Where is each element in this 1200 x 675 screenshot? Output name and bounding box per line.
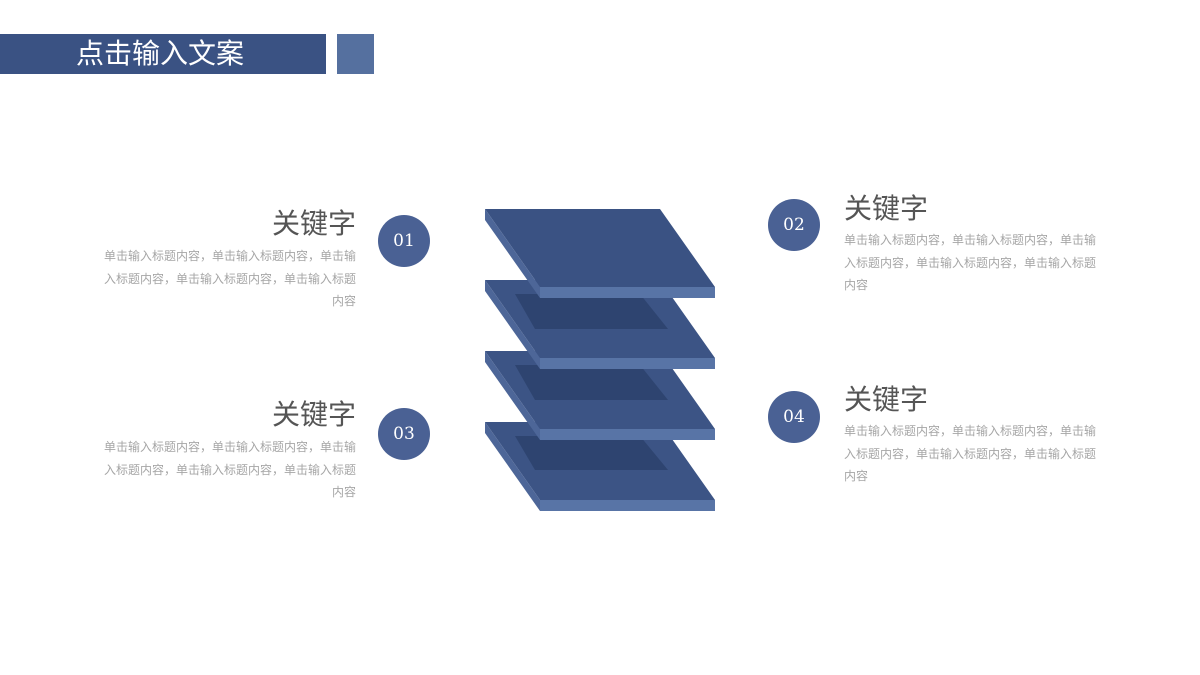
number-badge-02: 02 [768,199,820,251]
description-02: 单击输入标题内容，单击输入标题内容，单击输入标题内容，单击输入标题内容，单击输入… [844,233,1097,292]
number-badge-04: 04 [768,391,820,443]
keyword-heading-02: 关键字 [844,192,929,225]
keyword-heading-04: 关键字 [844,383,929,416]
layer-2 [485,280,715,369]
layer-3 [485,351,715,440]
keyword-heading-01: 关键字 [271,207,356,240]
description-04: 单击输入标题内容，单击输入标题内容，单击输入标题内容，单击输入标题内容，单击输入… [844,424,1097,483]
description-01: 单击输入标题内容，单击输入标题内容，单击输入标题内容，单击输入标题内容，单击输入… [104,249,357,308]
number-badge-03: 03 [378,408,430,460]
number-badge-01: 01 [378,215,430,267]
keyword-heading-03: 关键字 [271,398,356,431]
title-accent-square [337,34,374,74]
layer-1 [485,209,715,298]
layer-4 [485,422,715,511]
description-03: 单击输入标题内容，单击输入标题内容，单击输入标题内容，单击输入标题内容，单击输入… [104,440,357,499]
page-title: 点击输入文案 [0,34,326,74]
